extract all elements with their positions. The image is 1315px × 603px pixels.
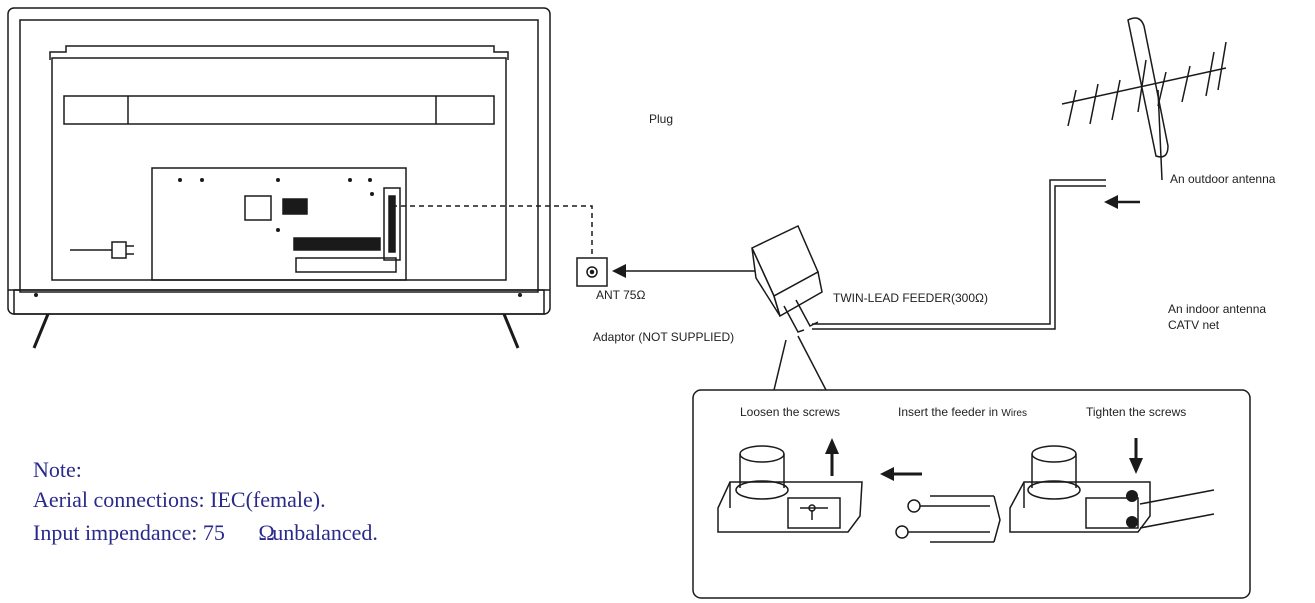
feeder-wires: [895, 495, 1001, 543]
inset-box: [692, 389, 1251, 599]
loosen-label: Loosen the screws: [740, 405, 841, 419]
tighten-device: [1009, 445, 1215, 533]
tighten-label: Tighten the screws: [1086, 405, 1187, 419]
plug-label: Plug: [649, 112, 674, 126]
outdoor-antenna: [1061, 17, 1227, 181]
ant-socket: [576, 257, 608, 287]
indoor-antenna-label: An indoor antenna: [1168, 302, 1267, 316]
adaptor: [751, 224, 823, 333]
note-line1: Aerial connections: IEC(female).: [33, 487, 326, 512]
insert-label-text: Insert the feeder in: [898, 405, 999, 419]
note-line2-prefix: Input impendance: 75: [33, 520, 225, 545]
note-line2-suffix: unbalanced.: [272, 520, 378, 545]
ant-label: ANT 75Ω: [596, 288, 646, 302]
insert-label: Insert the feeder in Wires: [898, 405, 1027, 421]
tv-back: [7, 7, 551, 349]
adaptor-label: Adaptor (NOT SUPPLIED): [593, 330, 735, 344]
dashed-cable: [392, 205, 593, 258]
loosen-device: [717, 445, 863, 533]
note-title: Note:: [33, 457, 82, 482]
outdoor-antenna-label: An outdoor antenna: [1170, 172, 1276, 186]
twin-lead-cable: [812, 179, 1106, 330]
catv-label: CATV net: [1168, 318, 1220, 332]
insert-label-wires: Wires: [1001, 408, 1027, 419]
note-line2: Input impendance: 75 Ω unbalanced.: [33, 520, 378, 546]
twin-lead-label: TWIN-LEAD FEEDER(300Ω): [833, 291, 988, 305]
